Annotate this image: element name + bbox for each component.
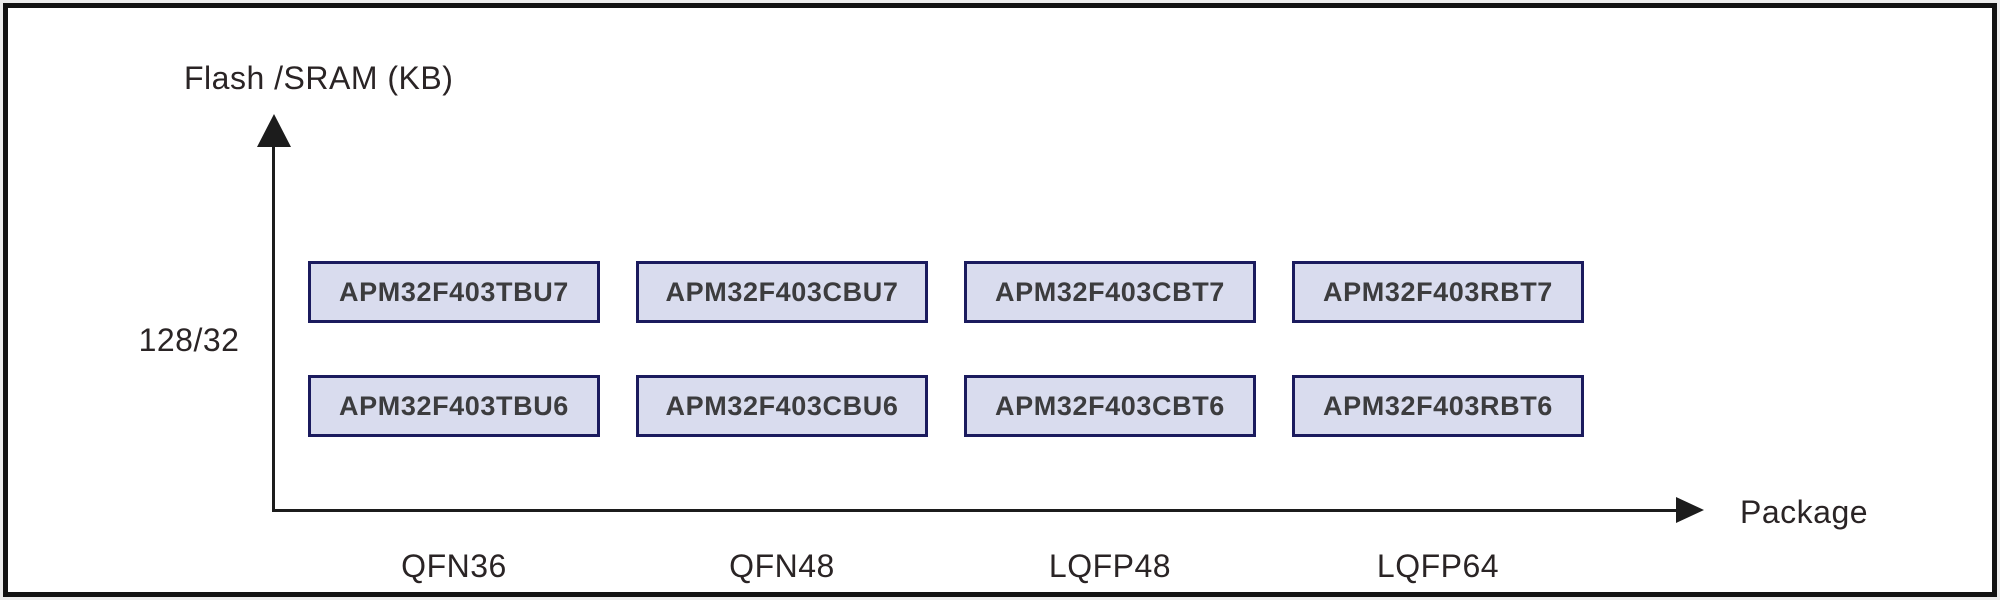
x-axis-title: Package bbox=[1740, 494, 1869, 530]
part-box-apm32f403cbu6: APM32F403CBU6 bbox=[636, 375, 928, 437]
part-box-apm32f403rbt7: APM32F403RBT7 bbox=[1292, 261, 1584, 323]
part-box-apm32f403tbu6: APM32F403TBU6 bbox=[308, 375, 600, 437]
y-axis-tick-label: 128/32 bbox=[138, 322, 240, 358]
x-tick-label-lqfp48: LQFP48 bbox=[1048, 548, 1172, 584]
x-tick-label-lqfp64: LQFP64 bbox=[1376, 548, 1500, 584]
part-box-apm32f403tbu7: APM32F403TBU7 bbox=[308, 261, 600, 323]
x-tick-label-qfn48: QFN48 bbox=[729, 548, 835, 584]
y-axis-line bbox=[272, 144, 275, 512]
part-box-apm32f403cbt7: APM32F403CBT7 bbox=[964, 261, 1256, 323]
x-axis-arrowhead-icon bbox=[1676, 497, 1704, 523]
part-box-apm32f403cbu7: APM32F403CBU7 bbox=[636, 261, 928, 323]
x-tick-label-qfn36: QFN36 bbox=[401, 548, 507, 584]
x-axis-line bbox=[272, 509, 1678, 512]
y-axis-arrowhead-icon bbox=[257, 114, 291, 147]
part-box-apm32f403rbt6: APM32F403RBT6 bbox=[1292, 375, 1584, 437]
part-box-apm32f403cbt6: APM32F403CBT6 bbox=[964, 375, 1256, 437]
y-axis-title: Flash /SRAM (KB) bbox=[184, 60, 454, 96]
diagram-frame: Flash /SRAM (KB) Package 128/32 QFN36 QF… bbox=[3, 3, 1997, 597]
